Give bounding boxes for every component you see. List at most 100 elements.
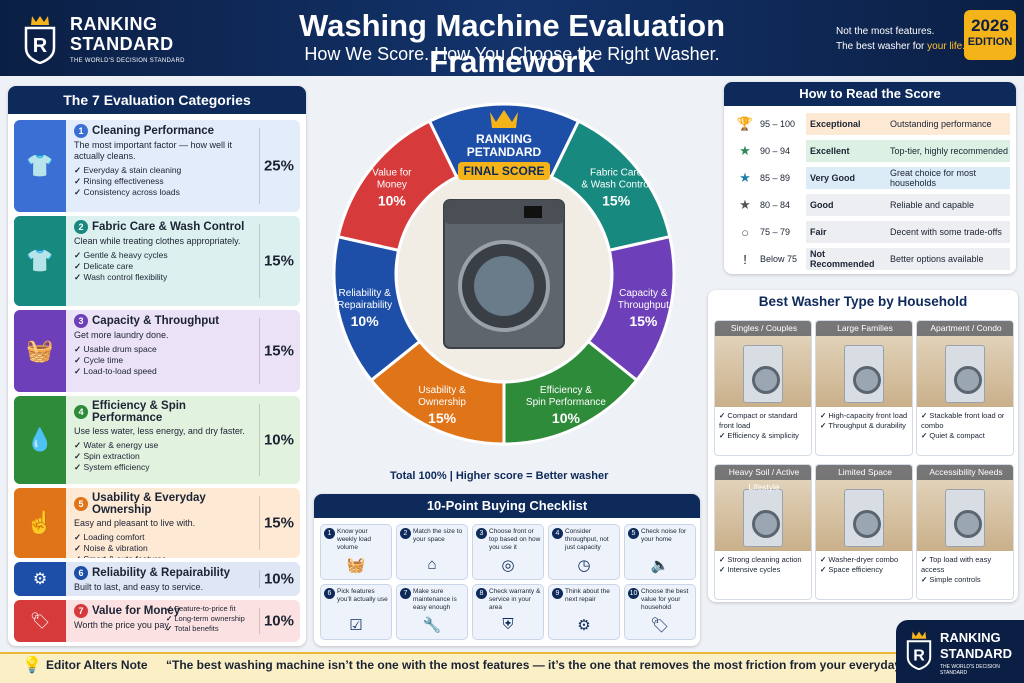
score-range: 95 – 100 [760, 119, 796, 129]
category-bullets: Loading comfortNoise & vibrationSmart & … [74, 532, 256, 558]
shield-gear-icon: ⚙ [14, 562, 66, 596]
checklist-number: 6 [324, 588, 335, 599]
category-bullets: Usable drum spaceCycle timeLoad-to-load … [74, 344, 256, 377]
category-title: Capacity & Throughput [92, 315, 220, 327]
divider [259, 318, 260, 384]
segment-label-line1: Usability & [418, 385, 466, 396]
household-bullet: Stackable front load or combo [921, 411, 1011, 431]
household-bullet: Intensive cycles [719, 565, 809, 575]
categories-title: The 7 Evaluation Categories [8, 86, 306, 114]
household-bullet: Throughput & durability [820, 421, 910, 431]
household-bullets: Stackable front load or comboQuiet & com… [921, 411, 1011, 441]
house-icon: ⌂ [427, 556, 437, 573]
household-card: Singles / CouplesCompact or standard fro… [714, 320, 812, 456]
final-score-badge [458, 162, 550, 180]
page-title: Washing Machine Evaluation Framework [298, 8, 726, 79]
segment-label-line2: Money [377, 179, 407, 190]
checklist-number: 2 [400, 528, 411, 539]
category-bullet: Rinsing effectiveness [74, 176, 256, 187]
checklist-text: Check warranty & service in your area [489, 588, 541, 611]
tagline-2: The best washer for your life. [836, 41, 965, 52]
category-desc: The most important factor — how well it … [74, 140, 233, 161]
category-bullet: Everyday & stain cleaning [74, 165, 256, 176]
score-range: 80 – 84 [760, 200, 791, 210]
category-bullets: Everyday & stain cleaningRinsing effecti… [74, 165, 256, 198]
hand-touch-icon: ☝ [14, 488, 66, 558]
gear-icon: ⚙ [577, 617, 591, 634]
household-bullets: Compact or standard front loadEfficiency… [719, 411, 809, 441]
category-bullet: Noise & vibration [74, 543, 256, 554]
household-title: Best Washer Type by Household [758, 294, 968, 309]
score-range: 75 – 79 [760, 227, 791, 237]
clock-icon: ◷ [577, 557, 591, 574]
checklist-text: Make sure maintenance is easy enough [413, 588, 457, 611]
checklist-text: Match the size to your space [413, 528, 463, 543]
segment-label-line1: Fabric Care [590, 167, 643, 178]
category-weight: 10% [263, 612, 294, 630]
laundry-basket-icon: 🧺 [14, 310, 66, 392]
household-type: Singles / Couples [715, 321, 811, 336]
segment-weight: 10% [552, 410, 581, 426]
category-bullets: Water & energy useSpin extractionSystem … [74, 440, 256, 473]
category-weight: 15% [263, 342, 294, 360]
score-legend-title: How to Read the Score [724, 82, 1016, 106]
total-note: Total 100% | Higher score = Better washe… [390, 470, 609, 482]
basket-icon: 🧺 [346, 557, 366, 574]
category-number: 6 [74, 566, 88, 580]
score-symbol-icon: 🏆 [736, 116, 754, 131]
category-weight: 10% [263, 431, 294, 449]
water-drop-leaf-icon: 💧 [14, 396, 66, 484]
brand-name-line1: RANKING [70, 14, 158, 34]
household-card: Limited SpaceWasher-dryer comboSpace eff… [815, 464, 913, 600]
svg-text:R: R [33, 35, 48, 57]
edition-badge: 2026 EDITION [964, 10, 1016, 60]
shield-logo-icon: R [906, 631, 932, 670]
tagline-2-text: The best washer for [836, 41, 928, 52]
household-card: Apartment / CondoStackable front load or… [916, 320, 1014, 456]
household-panel: Best Washer Type by Household Singles / … [708, 290, 1018, 602]
category-bullet: Usable drum space [74, 344, 256, 355]
segment-weight: 10% [351, 313, 380, 329]
category-bullet: Total benefits [166, 624, 245, 634]
shirt-sparkle-icon: 👕 [14, 120, 66, 212]
segment-label-line2: Spin Performance [526, 397, 606, 408]
household-bullets: High-capacity front loadThroughput & dur… [820, 411, 910, 431]
price-tag-icon: 🏷 [14, 600, 66, 642]
washing-machine-illustration [443, 199, 565, 349]
wheel-segment [336, 119, 459, 253]
household-bullet: Space efficiency [820, 565, 910, 575]
score-label: Exceptional [806, 113, 884, 135]
category-bullet: Wash control flexibility [74, 272, 256, 283]
editor-note-label: Editor Alters Note [46, 658, 148, 672]
shield-logo-icon: R [24, 16, 56, 64]
score-symbol-icon: ○ [741, 224, 749, 240]
score-label: Very Good [806, 167, 884, 189]
category-desc: Get more laundry done. [74, 330, 169, 340]
household-bullets: Top load with easy accessSimple controls [921, 555, 1011, 585]
tagline-2-highlight: your life. [927, 41, 965, 52]
category-number: 2 [74, 220, 88, 234]
category-desc: Clean while treating clothes appropriate… [74, 236, 241, 246]
category-bullets: Feature-to-price fitLong-term ownershipT… [166, 604, 245, 634]
score-meaning: Great choice for most households [884, 167, 1010, 189]
segment-label-line1: Reliability & [339, 288, 392, 299]
svg-text:R: R [913, 647, 925, 664]
page-subtitle: How We Score. How You Choose the Right W… [304, 44, 720, 64]
divider [259, 570, 260, 588]
final-score-label: FINAL SCORE [463, 164, 544, 178]
household-bullet: Compact or standard front load [719, 411, 809, 431]
